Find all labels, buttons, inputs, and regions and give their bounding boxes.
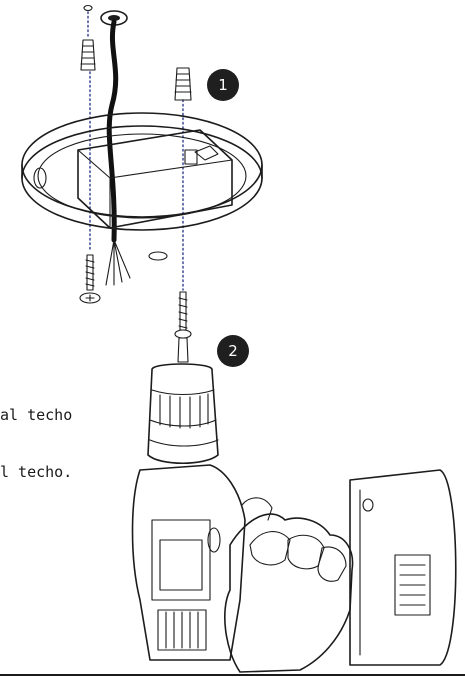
mounting-base: [22, 113, 262, 260]
wall-anchor-left: [81, 40, 95, 70]
wire-ends: [106, 240, 130, 285]
step-badge-1-number: 1: [218, 76, 228, 94]
top-screw-marker: [84, 6, 92, 11]
caption-line-2: l techo.: [0, 463, 72, 482]
step-badge-2: 2: [217, 335, 249, 367]
power-drill: [133, 338, 456, 665]
step-badge-1: 1: [207, 69, 239, 101]
step-badge-2-number: 2: [228, 342, 238, 360]
caption-line-1: al techo: [0, 406, 72, 425]
guide-lines: [88, 12, 183, 290]
screw-left: [80, 255, 100, 303]
instruction-caption: al techo l techo.: [0, 368, 72, 501]
screw-right: [175, 292, 191, 338]
wall-anchor-right: [175, 68, 191, 100]
